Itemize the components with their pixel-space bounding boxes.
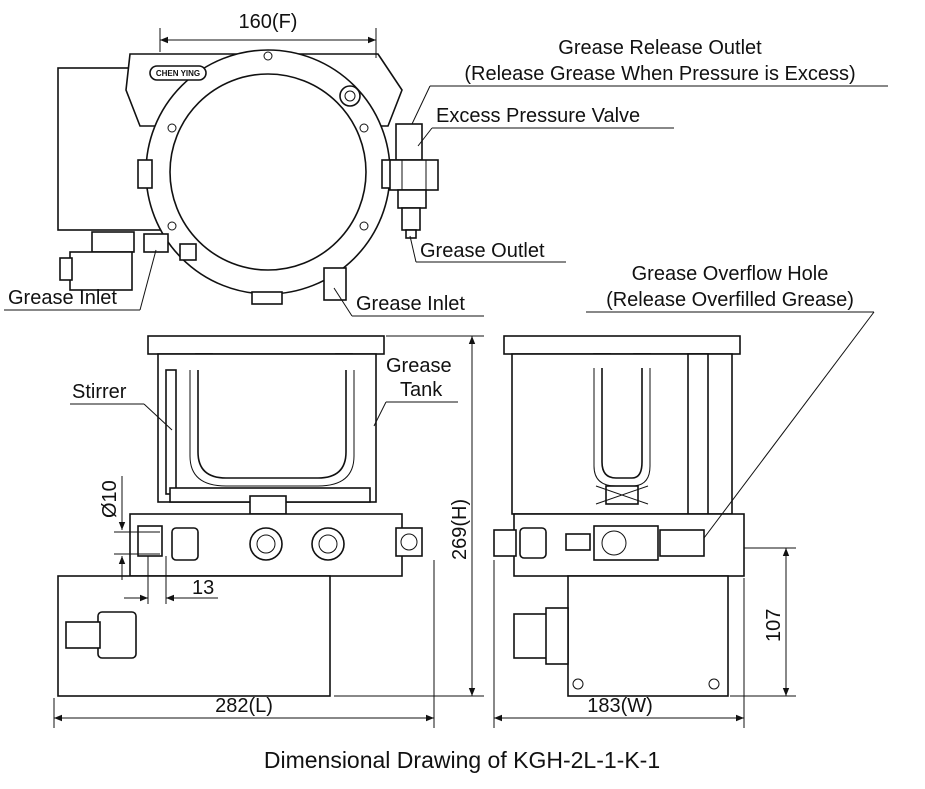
dim-160f-text: 160(F)	[239, 11, 298, 33]
side-inlet-nipple	[493, 529, 517, 557]
stirrer-blade	[165, 369, 177, 495]
center-nut	[249, 495, 287, 515]
grease-inlet-left-fitting	[143, 233, 169, 253]
tank-lid-window	[169, 73, 367, 271]
side-view	[493, 335, 745, 697]
front-annotations: Stirrer Grease Tank	[70, 355, 458, 431]
front-port-2	[311, 527, 345, 561]
label-grease-inlet-left: Grease Inlet	[8, 287, 117, 309]
front-outlet-fitting	[395, 527, 423, 557]
stirrer-rod	[197, 370, 347, 479]
side-stirrer	[601, 368, 643, 479]
fill-port	[339, 85, 361, 107]
overflow-tube	[687, 353, 709, 515]
connector-plug	[59, 257, 73, 281]
top-annotations: Grease Release Outlet (Release Grease Wh…	[4, 37, 888, 317]
dim-d10-text: Ø10	[99, 480, 121, 518]
label-grease-tank-2: Tank	[400, 379, 443, 401]
grease-outlet-tip	[405, 229, 417, 239]
dim-282l: 282(L)	[53, 560, 435, 728]
label-grease-release-note: (Release Grease When Pressure is Excess)	[464, 63, 855, 85]
dim-d10: Ø10	[99, 476, 160, 580]
side-motor-box	[567, 575, 729, 697]
side-annotations: Grease Overflow Hole (Release Overfilled…	[586, 263, 875, 539]
front-inlet-fitting	[171, 527, 199, 561]
drawing-caption: Dimensional Drawing of KGH-2L-1-K-1	[264, 747, 660, 773]
label-stirrer: Stirrer	[72, 381, 127, 403]
front-view	[57, 335, 423, 697]
top-view: CHEN YING	[57, 49, 439, 305]
front-connector-plug	[65, 621, 101, 649]
side-connector-body	[545, 607, 569, 665]
label-grease-tank-1: Grease	[386, 355, 452, 377]
dim-13: 13	[124, 556, 218, 604]
side-inlet-fitting	[519, 527, 547, 559]
bottom-fitting	[251, 291, 283, 305]
label-grease-outlet: Grease Outlet	[420, 240, 545, 262]
side-lid	[503, 335, 741, 355]
dim-282l-text: 282(L)	[215, 695, 273, 717]
label-excess-pressure-valve: Excess Pressure Valve	[436, 105, 640, 127]
front-inlet-nipple	[137, 525, 163, 557]
connector-top	[91, 231, 135, 253]
dim-269h: 269(H)	[334, 335, 484, 697]
dim-107: 107	[730, 547, 796, 697]
front-lid	[147, 335, 385, 355]
valve-nut	[389, 159, 439, 191]
solenoid-connector	[69, 251, 133, 291]
dim-160f: 160(F)	[159, 11, 377, 58]
housing-screws	[167, 51, 369, 231]
front-port-1	[249, 527, 283, 561]
grease-inlet-bottom-fitting	[323, 267, 347, 301]
brand-text: CHEN YING	[156, 69, 200, 78]
label-grease-inlet-bottom: Grease Inlet	[356, 293, 465, 315]
front-connector	[97, 611, 137, 659]
label-grease-overflow-note: (Release Overfilled Grease)	[606, 289, 854, 311]
grease-outlet-fitting	[401, 207, 421, 231]
side-small-fitting	[565, 533, 591, 551]
excess-pressure-valve	[395, 123, 423, 161]
label-grease-release-outlet: Grease Release Outlet	[558, 37, 762, 59]
dim-183w-text: 183(W)	[587, 695, 653, 717]
dim-13-text: 13	[192, 577, 214, 599]
brand-plate	[149, 65, 207, 81]
side-overflow-fitting	[659, 529, 705, 557]
label-grease-overflow-hole: Grease Overflow Hole	[632, 263, 829, 285]
dim-183w: 183(W)	[493, 560, 745, 728]
dim-269h-text: 269(H)	[449, 499, 471, 560]
lower-bracket	[179, 243, 197, 261]
side-fitting-left	[137, 159, 153, 189]
valve-body	[397, 189, 427, 209]
dim-107-text: 107	[763, 609, 785, 642]
